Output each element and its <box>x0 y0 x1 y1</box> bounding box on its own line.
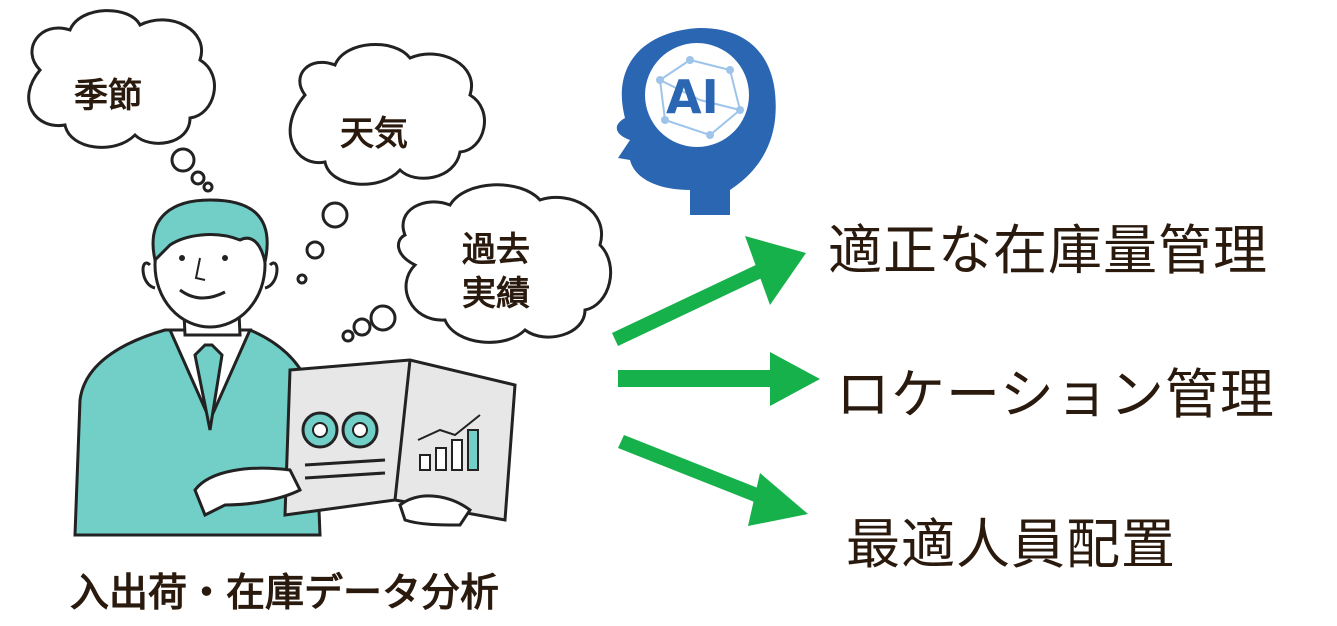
bubble-label-history: 過去 実績 <box>462 230 530 314</box>
arrow-to-inventory <box>612 236 806 346</box>
caption: 入出荷・在庫データ分析 <box>70 571 500 616</box>
ai-label: AI <box>666 70 719 124</box>
bubble-label-season: 季節 <box>74 76 142 116</box>
thought-bubble-season <box>27 9 216 193</box>
arrow-to-location <box>618 352 820 406</box>
ai-head-icon <box>616 28 776 215</box>
arrow-to-staffing <box>618 435 808 526</box>
bubble-label-weather: 天気 <box>340 114 408 154</box>
person-illustration <box>73 198 517 537</box>
thought-bubble-weather <box>288 42 486 285</box>
output-inventory-management: 適正な在庫量管理 <box>828 219 1268 282</box>
output-staffing: 最適人員配置 <box>846 513 1176 576</box>
thought-bubble-history <box>341 183 613 344</box>
output-location-management: ロケーション管理 <box>836 363 1275 426</box>
